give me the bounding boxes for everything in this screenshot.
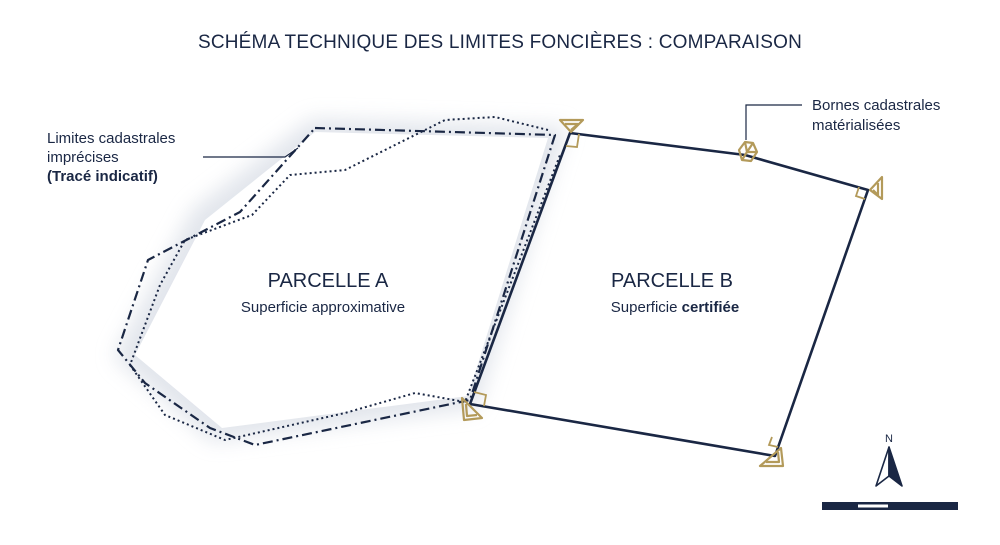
right-angle-markers [473,133,866,448]
marker-top-middle [737,140,759,163]
parcel-a-name: PARCELLE A [268,270,389,292]
marker-top-left [558,118,585,134]
parcel-a-subtitle: Superficie approximative [241,299,405,316]
parcel-b-subtitle-prefix: Superficie [611,299,682,316]
callout-left-line2: imprécises [47,149,119,166]
north-arrow-icon: N [875,433,903,487]
callout-right-line1: Bornes cadastrales [812,97,940,114]
right-angle-marker-bottom-right [767,436,779,448]
parcel-b-subtitle: Superficie certifiée [611,299,739,316]
parcel-a-fill [135,132,548,428]
callout-left-line [203,147,299,158]
diagram-title: SCHÉMA TECHNIQUE DES LIMITES FONCIÈRES :… [198,32,802,53]
parcel-a-boundary-dashdot [116,126,557,447]
callout-left-line1: Limites cadastrales [47,130,175,147]
callout-left-line3: (Tracé indicatif) [47,168,158,185]
parcel-b-boundary [468,131,870,458]
survey-markers [460,118,884,468]
callout-right-line2: matérialisées [812,117,900,134]
right-angle-marker-bottom-left [473,391,488,407]
marker-top-right [868,175,884,201]
marker-bottom-left [460,396,484,422]
parcel-b-subtitle-bold: certifiée [682,299,740,316]
scale-bar [822,502,958,510]
right-angle-marker-top-left [565,133,580,148]
marker-bottom-right [758,446,785,468]
parcel-b-name: PARCELLE B [611,270,733,292]
right-angle-marker-top-right [854,186,866,200]
parcel-a-boundary-dotted [129,116,561,441]
callout-right-line [745,104,802,140]
north-label: N [885,433,893,445]
